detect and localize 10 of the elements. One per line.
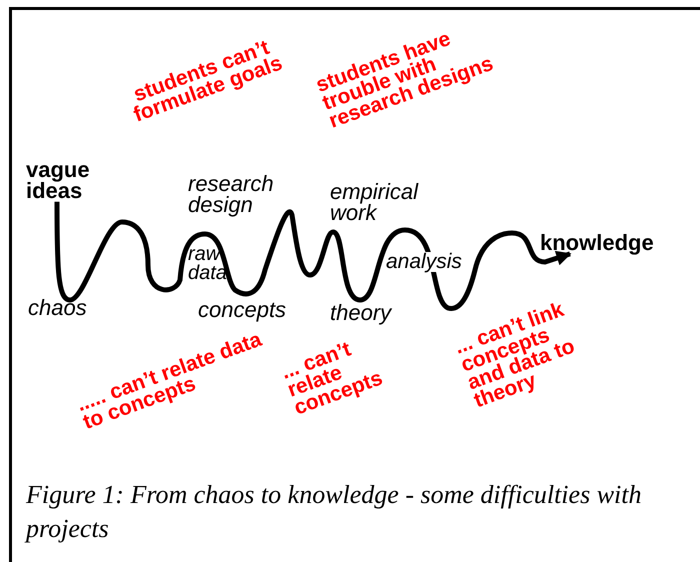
stage-label: chaos (28, 298, 88, 319)
wavy-arrow (54, 202, 572, 310)
stage-label: concepts (198, 300, 288, 321)
stage-label: research design (188, 174, 275, 216)
figure-caption: Figure 1: From chaos to knowledge - some difficulties with projects (26, 479, 642, 545)
stage-label: vague ideas (26, 160, 106, 202)
stage-label: raw data (188, 245, 228, 283)
stage-label: empirical work (330, 182, 420, 224)
stage-label: knowledge (540, 233, 690, 254)
stage-label: theory (330, 303, 393, 324)
